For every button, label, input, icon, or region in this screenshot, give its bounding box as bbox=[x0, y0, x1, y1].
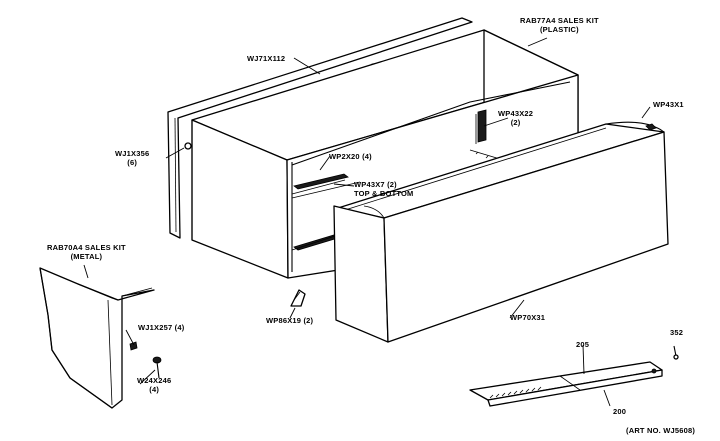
label-wj1x356: WJ1X356 (6) bbox=[115, 149, 150, 167]
label-w24x246-line2: (4) bbox=[149, 384, 160, 394]
label-wj71x112: WJ71X112 bbox=[247, 54, 286, 63]
label-art-no: (ART NO. WJ5608) bbox=[626, 426, 696, 435]
clip-wp86x19 bbox=[290, 289, 306, 307]
label-wp86x19: WP86X19 (2) bbox=[266, 316, 314, 325]
label-wp2x20: WP2X20 (4) bbox=[329, 152, 372, 161]
screw-w24x246 bbox=[152, 356, 162, 379]
label-kit-metal: RAB70A4 SALES KIT (METAL) bbox=[47, 243, 126, 261]
label-wp43x22-line1: WP43X22 bbox=[498, 109, 534, 118]
label-kit-plastic-line2: (PLASTIC) bbox=[539, 24, 579, 34]
label-wp43x7-line1: WP43X7 (2) bbox=[354, 180, 397, 189]
grille-200 bbox=[469, 361, 663, 407]
label-352: 352 bbox=[670, 328, 684, 337]
label-wj1x356-line1: WJ1X356 bbox=[115, 149, 150, 158]
label-wp70x31: WP70X31 bbox=[510, 313, 546, 322]
label-wj1x356-line2: (6) bbox=[127, 157, 138, 167]
side-kit-rab70a4 bbox=[39, 267, 155, 409]
label-200: 200 bbox=[613, 407, 627, 416]
label-wp43x7: WP43X7 (2) TOP & BOTTOM bbox=[354, 180, 414, 198]
part-352 bbox=[673, 345, 679, 360]
label-kit-metal-line1: RAB70A4 SALES KIT bbox=[47, 243, 126, 252]
label-w24x246: W24X246 (4) bbox=[137, 376, 172, 394]
label-205: 205 bbox=[576, 340, 590, 349]
front-cover-wp70x31 bbox=[333, 121, 669, 343]
label-wj1x257: WJ1X257 (4) bbox=[138, 323, 185, 332]
label-wp43x22: WP43X22 (2) bbox=[498, 109, 534, 127]
label-wp43x7-line2: TOP & BOTTOM bbox=[354, 188, 414, 198]
label-kit-plastic-line1: RAB77A4 SALES KIT bbox=[520, 16, 599, 25]
label-kit-metal-line2: (METAL) bbox=[70, 251, 103, 261]
label-wp43x22-line2: (2) bbox=[510, 117, 521, 127]
leader-lines bbox=[83, 37, 651, 407]
label-wp43x1: WP43X1 bbox=[653, 100, 684, 109]
label-kit-plastic: RAB77A4 SALES KIT (PLASTIC) bbox=[520, 16, 599, 34]
label-w24x246-line1: W24X246 bbox=[137, 376, 172, 385]
